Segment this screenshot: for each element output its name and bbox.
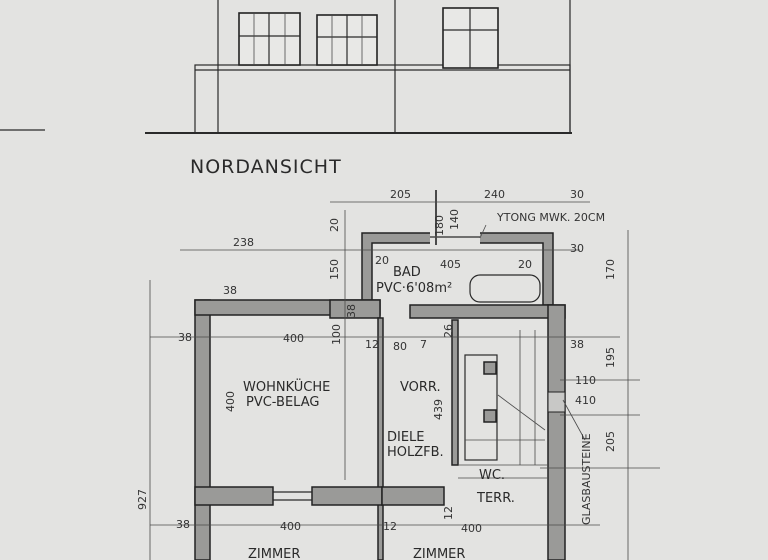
dimension-label: 170 [604,259,617,280]
dimension-label: 150 [328,259,341,280]
dimension-label: 12 [365,338,379,351]
dimension-lines [149,190,660,560]
dimension-label: 439 [432,399,445,420]
wall-right [547,304,566,560]
room-label-diele: DIELE [387,430,425,445]
bathtub [469,274,541,303]
dimension-label: 38 [176,518,190,531]
dimension-label: 38 [178,331,192,344]
dimension-label: 927 [136,489,149,510]
room-floor-diele: HOLZFB. [387,445,444,460]
room-label-terr: TERR. [476,491,515,506]
dimension-label: 405 [440,258,461,271]
dimension-label: 238 [233,236,254,249]
staircase [458,330,548,479]
dimension-label: 240 [484,188,505,201]
dimension-label: 180 [433,215,446,236]
dimension-label: 80 [393,340,407,353]
note-ytong: YTONG MWK. 20CM [496,211,605,224]
dimension-label: 410 [575,394,596,407]
window [238,12,301,66]
dimension-label: 38 [570,338,584,351]
note-glasbausteine: GLASBAUSTEINE [580,433,593,525]
dimension-label: 7 [420,338,427,351]
room-floor-bad: PVC·6'08m² [376,281,452,296]
dimension-label: 140 [448,209,461,230]
room-labels: BAD PVC·6'08m² WOHNKÜCHE PVC-BELAG VORR.… [243,211,605,560]
wall-interior [377,317,384,560]
north-elevation: NORDANSICHT [0,0,572,178]
room-label-wc: WC. [479,468,505,483]
dimension-label: 400 [224,391,237,412]
dimension-label: 205 [390,188,411,201]
dimension-label: 400 [280,520,301,533]
dimension-label: 20 [328,218,341,232]
dimension-label: 20 [518,258,532,271]
dimension-label: 400 [283,332,304,345]
dimension-label: 30 [570,188,584,201]
dimension-label: 38 [223,284,237,297]
room-label-bad: BAD [393,265,421,280]
dimension-label: 26 [442,324,455,338]
wall-left [194,299,211,560]
dimension-label: 100 [330,324,343,345]
dimension-label: 205 [604,431,617,452]
dimension-label: 12 [383,520,397,533]
dimension-label: 195 [604,347,617,368]
dimension-label: 400 [461,522,482,535]
elevation-title: NORDANSICHT [190,156,342,178]
dimension-label: 20 [375,254,389,267]
floor-plan [149,190,660,560]
dimension-label: 38 [345,304,358,318]
dimension-labels: 205 240 30 238 20 180 140 405 20 20 30 1… [136,188,617,535]
dimension-label: 110 [575,374,596,387]
room-label-zimmer: ZIMMER [413,547,465,560]
dimension-label: 12 [442,506,455,520]
room-label-zimmer: ZIMMER [248,547,300,560]
window [316,14,378,66]
room-floor-wohnkueche: PVC-BELAG [246,395,319,410]
dimension-label: 30 [570,242,584,255]
wall-top-right [409,304,566,319]
room-label-vorr: VORR. [400,380,441,395]
window [442,7,499,69]
room-label-wohnkueche: WOHNKÜCHE [243,378,330,395]
